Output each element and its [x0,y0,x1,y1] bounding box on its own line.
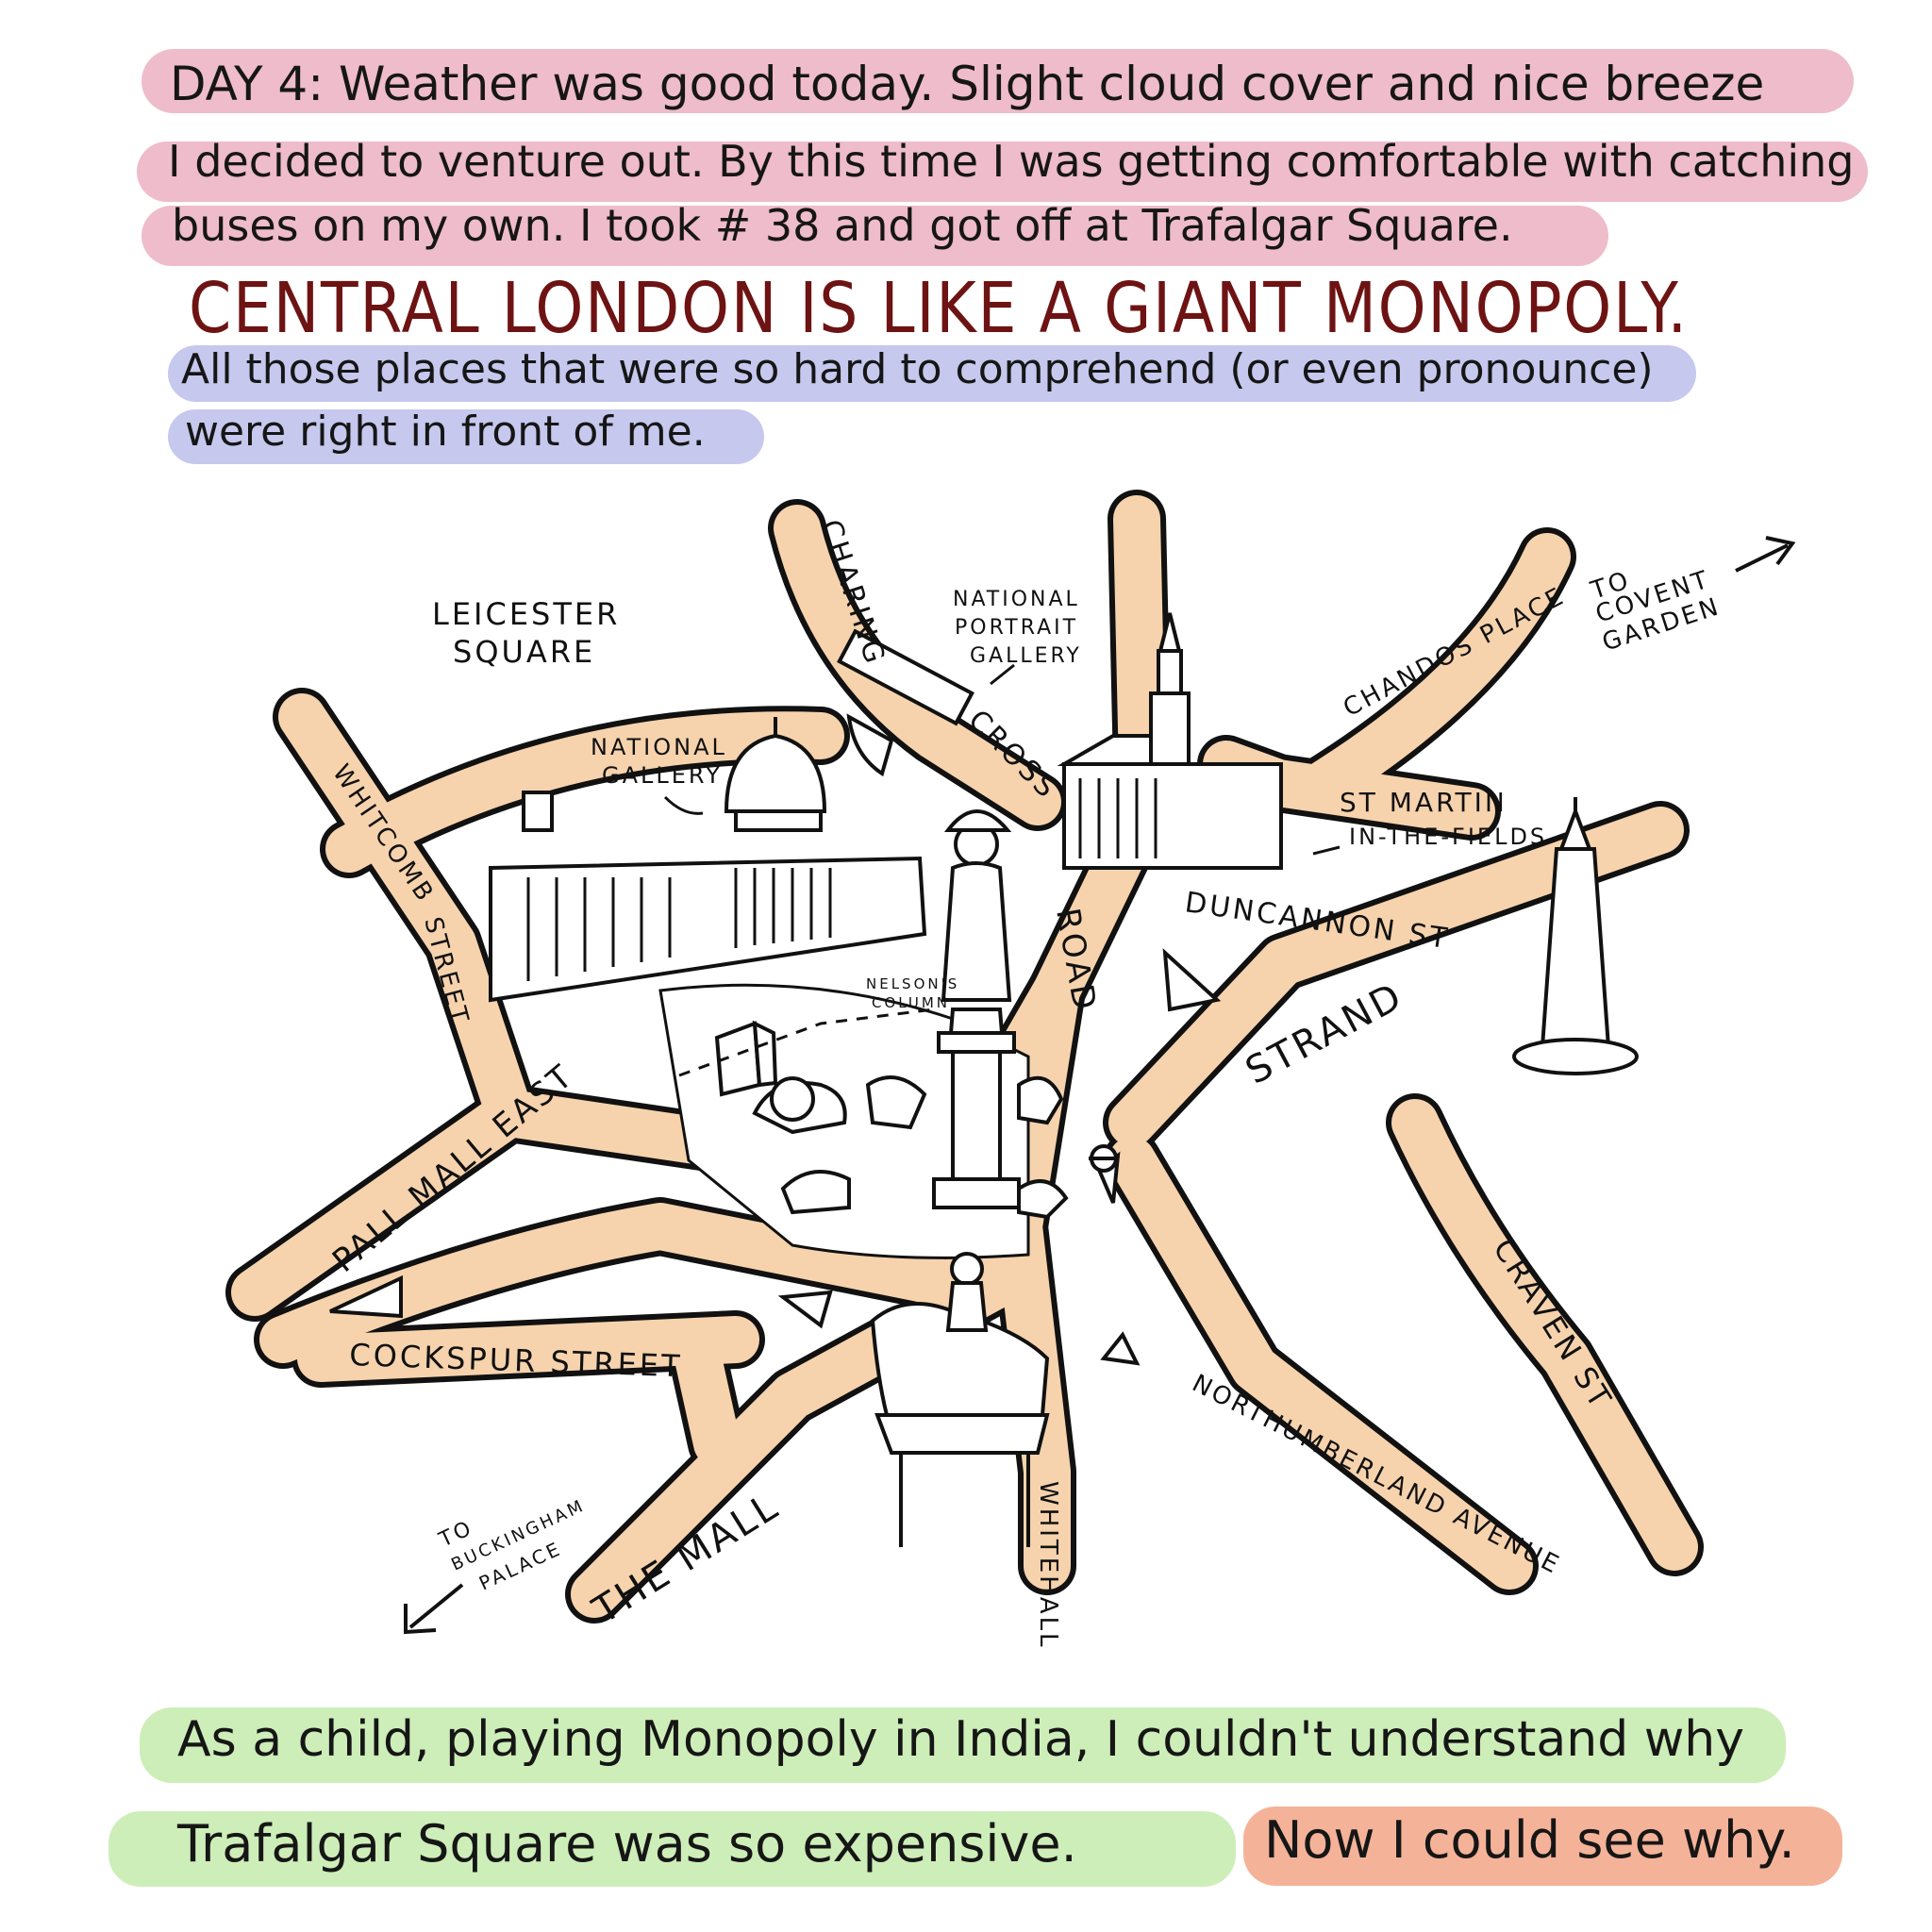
closing-line-3: Now I could see why. [1264,1810,1795,1870]
journal-line-3: buses on my own. I took # 38 and got off… [172,200,1513,251]
equestrian-statue-icon [870,1252,1050,1547]
highlight-closing-2 [108,1811,1236,1887]
traffic-islands [329,948,1222,1366]
highlight-line-2 [137,142,1868,202]
label-stmartin-1: ST MARTIN [1340,787,1507,818]
label-stmartin-2: IN-THE-FIELDS [1349,824,1547,850]
label-npg-2: PORTRAIT [955,616,1078,640]
lion-statue-icon [752,1075,1069,1220]
highlight-line-1 [142,49,1854,113]
st-martin-church-icon [1057,612,1283,870]
journal-line-2: I decided to venture out. By this time I… [168,136,1855,187]
label-leicester-square-1: LEICESTER [432,596,620,632]
journal-text-1: Weather was good today. Slight cloud cov… [338,57,1765,111]
charing-cross-monument-icon [837,628,974,777]
national-gallery-icon [489,717,927,1003]
day-label: DAY 4: [170,57,325,111]
arrow-to-buckingham-palace-icon [404,1583,464,1635]
nelsons-column-icon [932,809,1021,1209]
journal-line-5: were right in front of me. [185,408,706,456]
underground-roundel-icon [1089,1144,1119,1173]
street-label-whitehall: WHITEHALL [1034,1481,1062,1650]
highlight-closing-1 [140,1707,1786,1783]
label-nelsons-1: NELSON'S [866,975,959,992]
street-label-northumberland-avenue: NORTHUMBERLAND AVENUE [1188,1370,1565,1581]
fourth-plinth-icon [714,1020,778,1097]
headline: CENTRAL LONDON IS LIKE A GIANT MONOPOLY. [189,268,1689,349]
label-npg-1: NATIONAL [953,588,1080,611]
highlight-closing-3 [1243,1807,1842,1886]
closing-line-1: As a child, playing Monopoly in India, I… [177,1711,1745,1768]
journal-line-4: All those places that were so hard to co… [181,345,1654,393]
fountain-path [678,1008,935,1077]
journal-line-1: DAY 4: Weather was good today. Slight cl… [170,60,1764,108]
highlight-line-3 [142,206,1608,266]
label-nelsons-2: COLUMN [872,994,950,1011]
pointer-arrows [663,663,1341,856]
highlight-line-4 [168,345,1696,402]
gazebo-pavilion-icon [1512,797,1639,1075]
highlight-line-5 [168,409,764,464]
arrow-to-covent-garden-icon [1735,536,1796,573]
closing-line-2: Trafalgar Square was so expensive. [177,1814,1077,1874]
label-leicester-square-2: SQUARE [453,634,595,670]
label-ng-1: NATIONAL [591,734,727,760]
label-ng-2: GALLERY [602,762,723,789]
label-npg-3: GALLERY [970,644,1082,668]
